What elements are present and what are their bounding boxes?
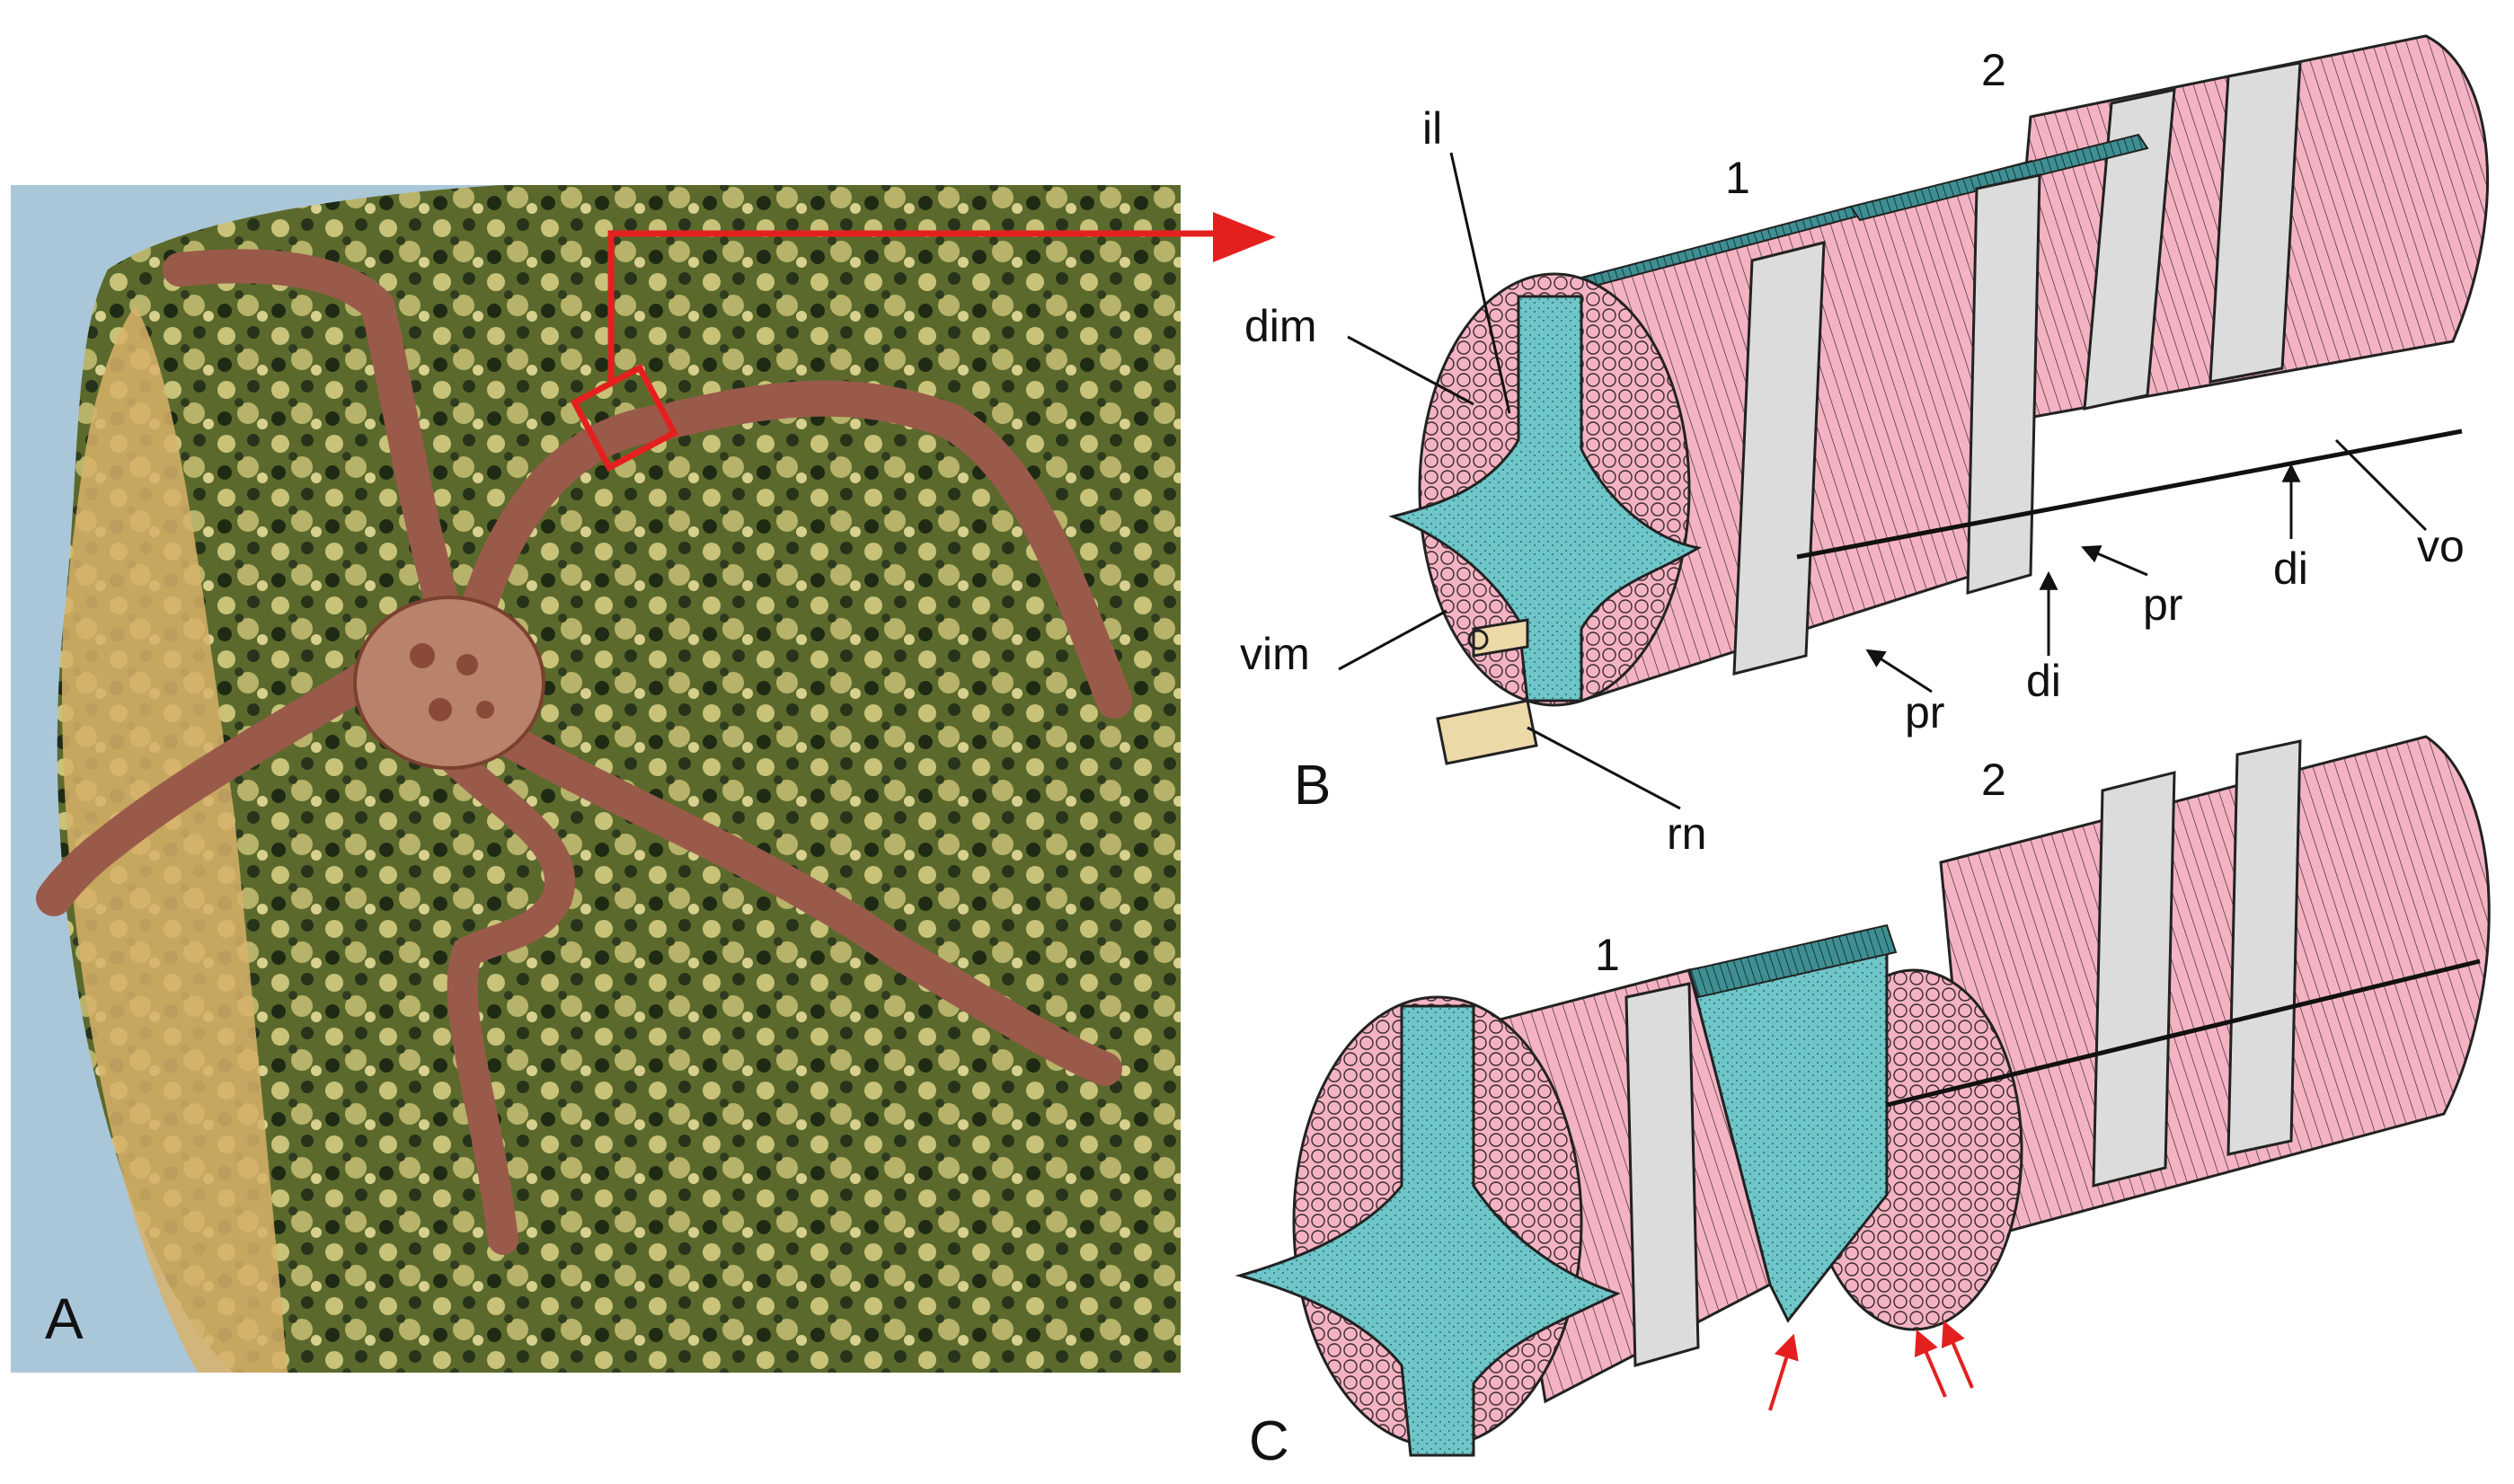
label-segment-1-c: 1: [1595, 930, 1620, 980]
label-di-back: di: [2273, 543, 2308, 594]
label-segment-1-b: 1: [1725, 153, 1750, 203]
disc-spot: [476, 701, 494, 719]
leader-line-il: [1449, 152, 1511, 414]
leader-line-vim: [1338, 609, 1447, 671]
ligament-band: [1966, 173, 2041, 596]
brittle-star-arm-left: [36, 647, 404, 916]
brittle-star-arm-lower: [434, 739, 576, 1255]
disc-spot: [429, 698, 452, 721]
leader-line-vo: [2334, 438, 2428, 532]
brittle-star-arm-upper-right: [449, 380, 1132, 719]
brittle-star-arm-lower-right: [486, 720, 1122, 1086]
leader-line-dim: [1347, 335, 1474, 406]
ossicle-cross-section: [1388, 295, 1703, 702]
water-canal-opening: [1467, 629, 1489, 650]
radial-nerve: [1436, 699, 1538, 765]
ossicle-cross-section: [1235, 1004, 1621, 1457]
pointer-arrow-pr-front: [1865, 649, 1933, 693]
ligament-band: [2083, 88, 2176, 411]
label-segment-2-c: 2: [1981, 755, 2006, 805]
ossicle-top-ridge: [1849, 133, 2149, 222]
label-di-front: di: [2026, 656, 2061, 706]
label-vim: vim: [1240, 629, 1310, 679]
panel-b-diagram: [1338, 34, 2490, 810]
brittle-star-arm-upper-left: [163, 249, 466, 646]
panel-c-letter: C: [1249, 1410, 1289, 1472]
brittle-star: [36, 249, 1132, 1255]
label-dim: dim: [1244, 301, 1317, 351]
brittle-star-disc: [353, 596, 545, 770]
segment-seam-line: [1886, 958, 2481, 1108]
disc-spot: [410, 643, 435, 668]
right-arrow-icon: [1213, 212, 1276, 262]
autotomy-plane-arrow: [1768, 1333, 1799, 1411]
panel-a-letter: A: [45, 1286, 84, 1351]
sandy-rock-edge: [61, 305, 288, 1373]
ligament-band: [2092, 771, 2176, 1188]
autotomy-double-arrow: [1941, 1320, 1974, 1389]
autotomy-double-arrow: [1914, 1329, 1947, 1398]
callout-box-icon: [570, 363, 679, 473]
ligament-band: [2226, 739, 2302, 1156]
segment-2-muscle: [1939, 735, 2491, 1241]
label-il: il: [1422, 103, 1442, 154]
pointer-arrow-pr-mid: [2081, 544, 2148, 577]
label-vo: vo: [2417, 521, 2465, 571]
ligament-band: [2209, 61, 2302, 384]
disc-spot: [456, 654, 478, 676]
panel-a-photo: [11, 185, 1181, 1373]
panel-c-diagram: [1235, 735, 2491, 1457]
leader-line-rn: [1527, 726, 1681, 810]
label-rn: rn: [1667, 808, 1706, 859]
callout-connector-line: [607, 230, 1222, 386]
label-pr-mid: pr: [2143, 579, 2182, 630]
ligament-band: [1624, 982, 1700, 1367]
label-pr-front: pr: [1905, 687, 1944, 738]
panel-b-letter: B: [1294, 755, 1331, 817]
ligament-band: [1732, 241, 1826, 676]
segment-seam-line: [1796, 428, 2463, 560]
label-segment-2-b: 2: [1981, 45, 2006, 95]
